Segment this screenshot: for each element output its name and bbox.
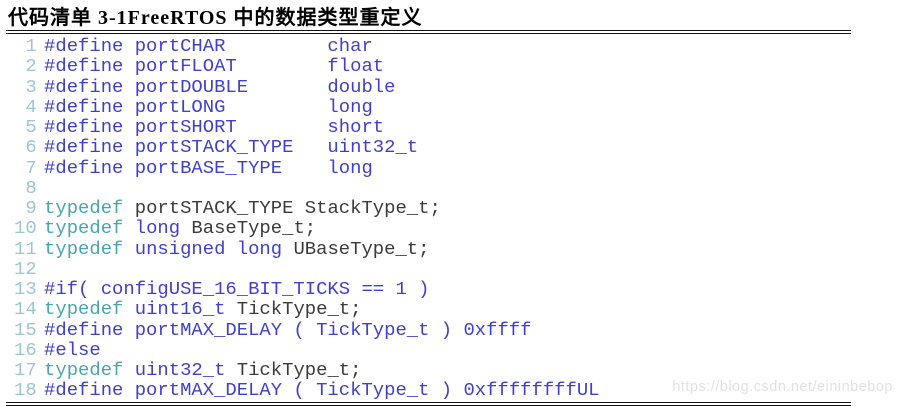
code-text: #define portFLOAT float: [44, 56, 384, 76]
code-line: 9 typedef portSTACK_TYPE StackType_t;: [6, 198, 851, 218]
code-text: #else: [44, 340, 101, 360]
code-segment-teal: typedef: [44, 299, 124, 320]
code-segment-dark: TickType_t;: [225, 299, 362, 320]
line-number: 16: [14, 339, 37, 360]
code-segment-blue: #if( configUSE_16_BIT_TICKS == 1 ): [44, 279, 430, 300]
code-line: 6 #define portSTACK_TYPE uint32_t: [6, 137, 851, 157]
line-number: 8: [25, 177, 37, 198]
line-number: 4: [25, 96, 37, 117]
code-lines-container: 1 #define portCHAR char 2 #define portFLOAT…: [6, 36, 851, 401]
code-segment-blue: #define portSTACK_TYPE uint32_t: [44, 137, 419, 158]
code-segment-blue: #define portSHORT short: [44, 117, 385, 138]
line-number: 13: [14, 279, 37, 300]
code-segment-blue: unsigned long: [123, 238, 283, 259]
code-segment-dark: UBaseType_t;: [282, 238, 430, 259]
code-segment-teal: typedef: [44, 238, 124, 259]
code-segment-blue: #define portMAX_DELAY ( TickType_t ) 0xf…: [44, 380, 600, 401]
code-line: 18 #define portMAX_DELAY ( TickType_t ) 0…: [6, 380, 851, 400]
line-number: 7: [25, 157, 37, 178]
code-segment-blue: uint32_t: [123, 360, 226, 381]
code-line: 17 typedef uint32_t TickType_t;: [6, 360, 851, 380]
code-segment-blue: #define portBASE_TYPE long: [44, 157, 373, 178]
code-segment-dark: portSTACK_TYPE StackType_t;: [123, 198, 441, 219]
code-text: #define portSTACK_TYPE uint32_t: [44, 137, 418, 157]
code-text: #if( configUSE_16_BIT_TICKS == 1 ): [44, 279, 429, 299]
code-segment-dark: TickType_t;: [225, 360, 362, 381]
code-segment-blue: #define portFLOAT float: [44, 56, 385, 77]
code-text: #define portMAX_DELAY ( TickType_t ) 0xf…: [44, 320, 531, 340]
code-segment-blue: #define portLONG long: [44, 96, 373, 117]
code-line: 11 typedef unsigned long UBaseType_t;: [6, 239, 851, 259]
line-number: 6: [25, 137, 37, 158]
code-segment-teal: typedef: [44, 360, 124, 381]
listing-title: 代码清单 3-1FreeRTOS 中的数据类型重定义: [8, 7, 423, 29]
line-number: 12: [14, 258, 37, 279]
line-number: 10: [14, 218, 37, 239]
code-line: 4 #define portLONG long: [6, 97, 851, 117]
line-number: 1: [25, 36, 37, 57]
line-number: 18: [14, 380, 37, 401]
code-segment-blue: #else: [44, 339, 101, 360]
line-number: 15: [14, 319, 37, 340]
code-line: 13 #if( configUSE_16_BIT_TICKS == 1 ): [6, 279, 851, 299]
code-line: 5 #define portSHORT short: [6, 117, 851, 137]
code-line: 7 #define portBASE_TYPE long: [6, 158, 851, 178]
code-segment-dark: BaseType_t;: [180, 218, 317, 239]
code-line: 8: [6, 178, 851, 198]
line-number: 17: [14, 360, 37, 381]
code-line: 16 #else: [6, 340, 851, 360]
line-number: 3: [25, 76, 37, 97]
code-line: 14 typedef uint16_t TickType_t;: [6, 299, 851, 319]
code-segment-blue: #define portDOUBLE double: [44, 76, 396, 97]
code-segment-blue: #define portCHAR char: [44, 36, 373, 57]
code-text: typedef uint32_t TickType_t;: [44, 360, 361, 380]
code-segment-teal: typedef: [44, 218, 124, 239]
code-line: 12: [6, 259, 851, 279]
line-number: 2: [25, 56, 37, 77]
line-number: 5: [25, 117, 37, 138]
code-segment-blue: long: [123, 218, 181, 239]
code-line: 15 #define portMAX_DELAY ( TickType_t ) 0…: [6, 320, 851, 340]
line-number: 11: [14, 238, 37, 259]
code-text: typedef uint16_t TickType_t;: [44, 299, 361, 319]
line-number: 9: [25, 198, 37, 219]
code-text: #define portLONG long: [44, 97, 373, 117]
code-line: 1 #define portCHAR char: [6, 36, 851, 56]
code-line: 2 #define portFLOAT float: [6, 56, 851, 76]
code-listing: 1 #define portCHAR char 2 #define portFLOAT…: [6, 30, 851, 406]
watermark-url: https://blog.csdn.net/eininbebop: [672, 379, 893, 395]
code-text: typedef portSTACK_TYPE StackType_t;: [44, 198, 441, 218]
code-text: typedef unsigned long UBaseType_t;: [44, 239, 429, 259]
line-number: 14: [14, 299, 37, 320]
code-segment-teal: typedef: [44, 198, 124, 219]
code-line: 10 typedef long BaseType_t;: [6, 218, 851, 238]
code-segment-blue: uint16_t: [123, 299, 226, 320]
code-text: #define portSHORT short: [44, 117, 384, 137]
code-text: #define portCHAR char: [44, 36, 373, 56]
code-text: #define portMAX_DELAY ( TickType_t ) 0xf…: [44, 380, 599, 400]
code-segment-blue: #define portMAX_DELAY ( TickType_t ) 0xf…: [44, 319, 532, 340]
code-text: #define portBASE_TYPE long: [44, 158, 373, 178]
code-line: 3 #define portDOUBLE double: [6, 77, 851, 97]
code-text: #define portDOUBLE double: [44, 77, 395, 97]
code-text: typedef long BaseType_t;: [44, 218, 316, 238]
